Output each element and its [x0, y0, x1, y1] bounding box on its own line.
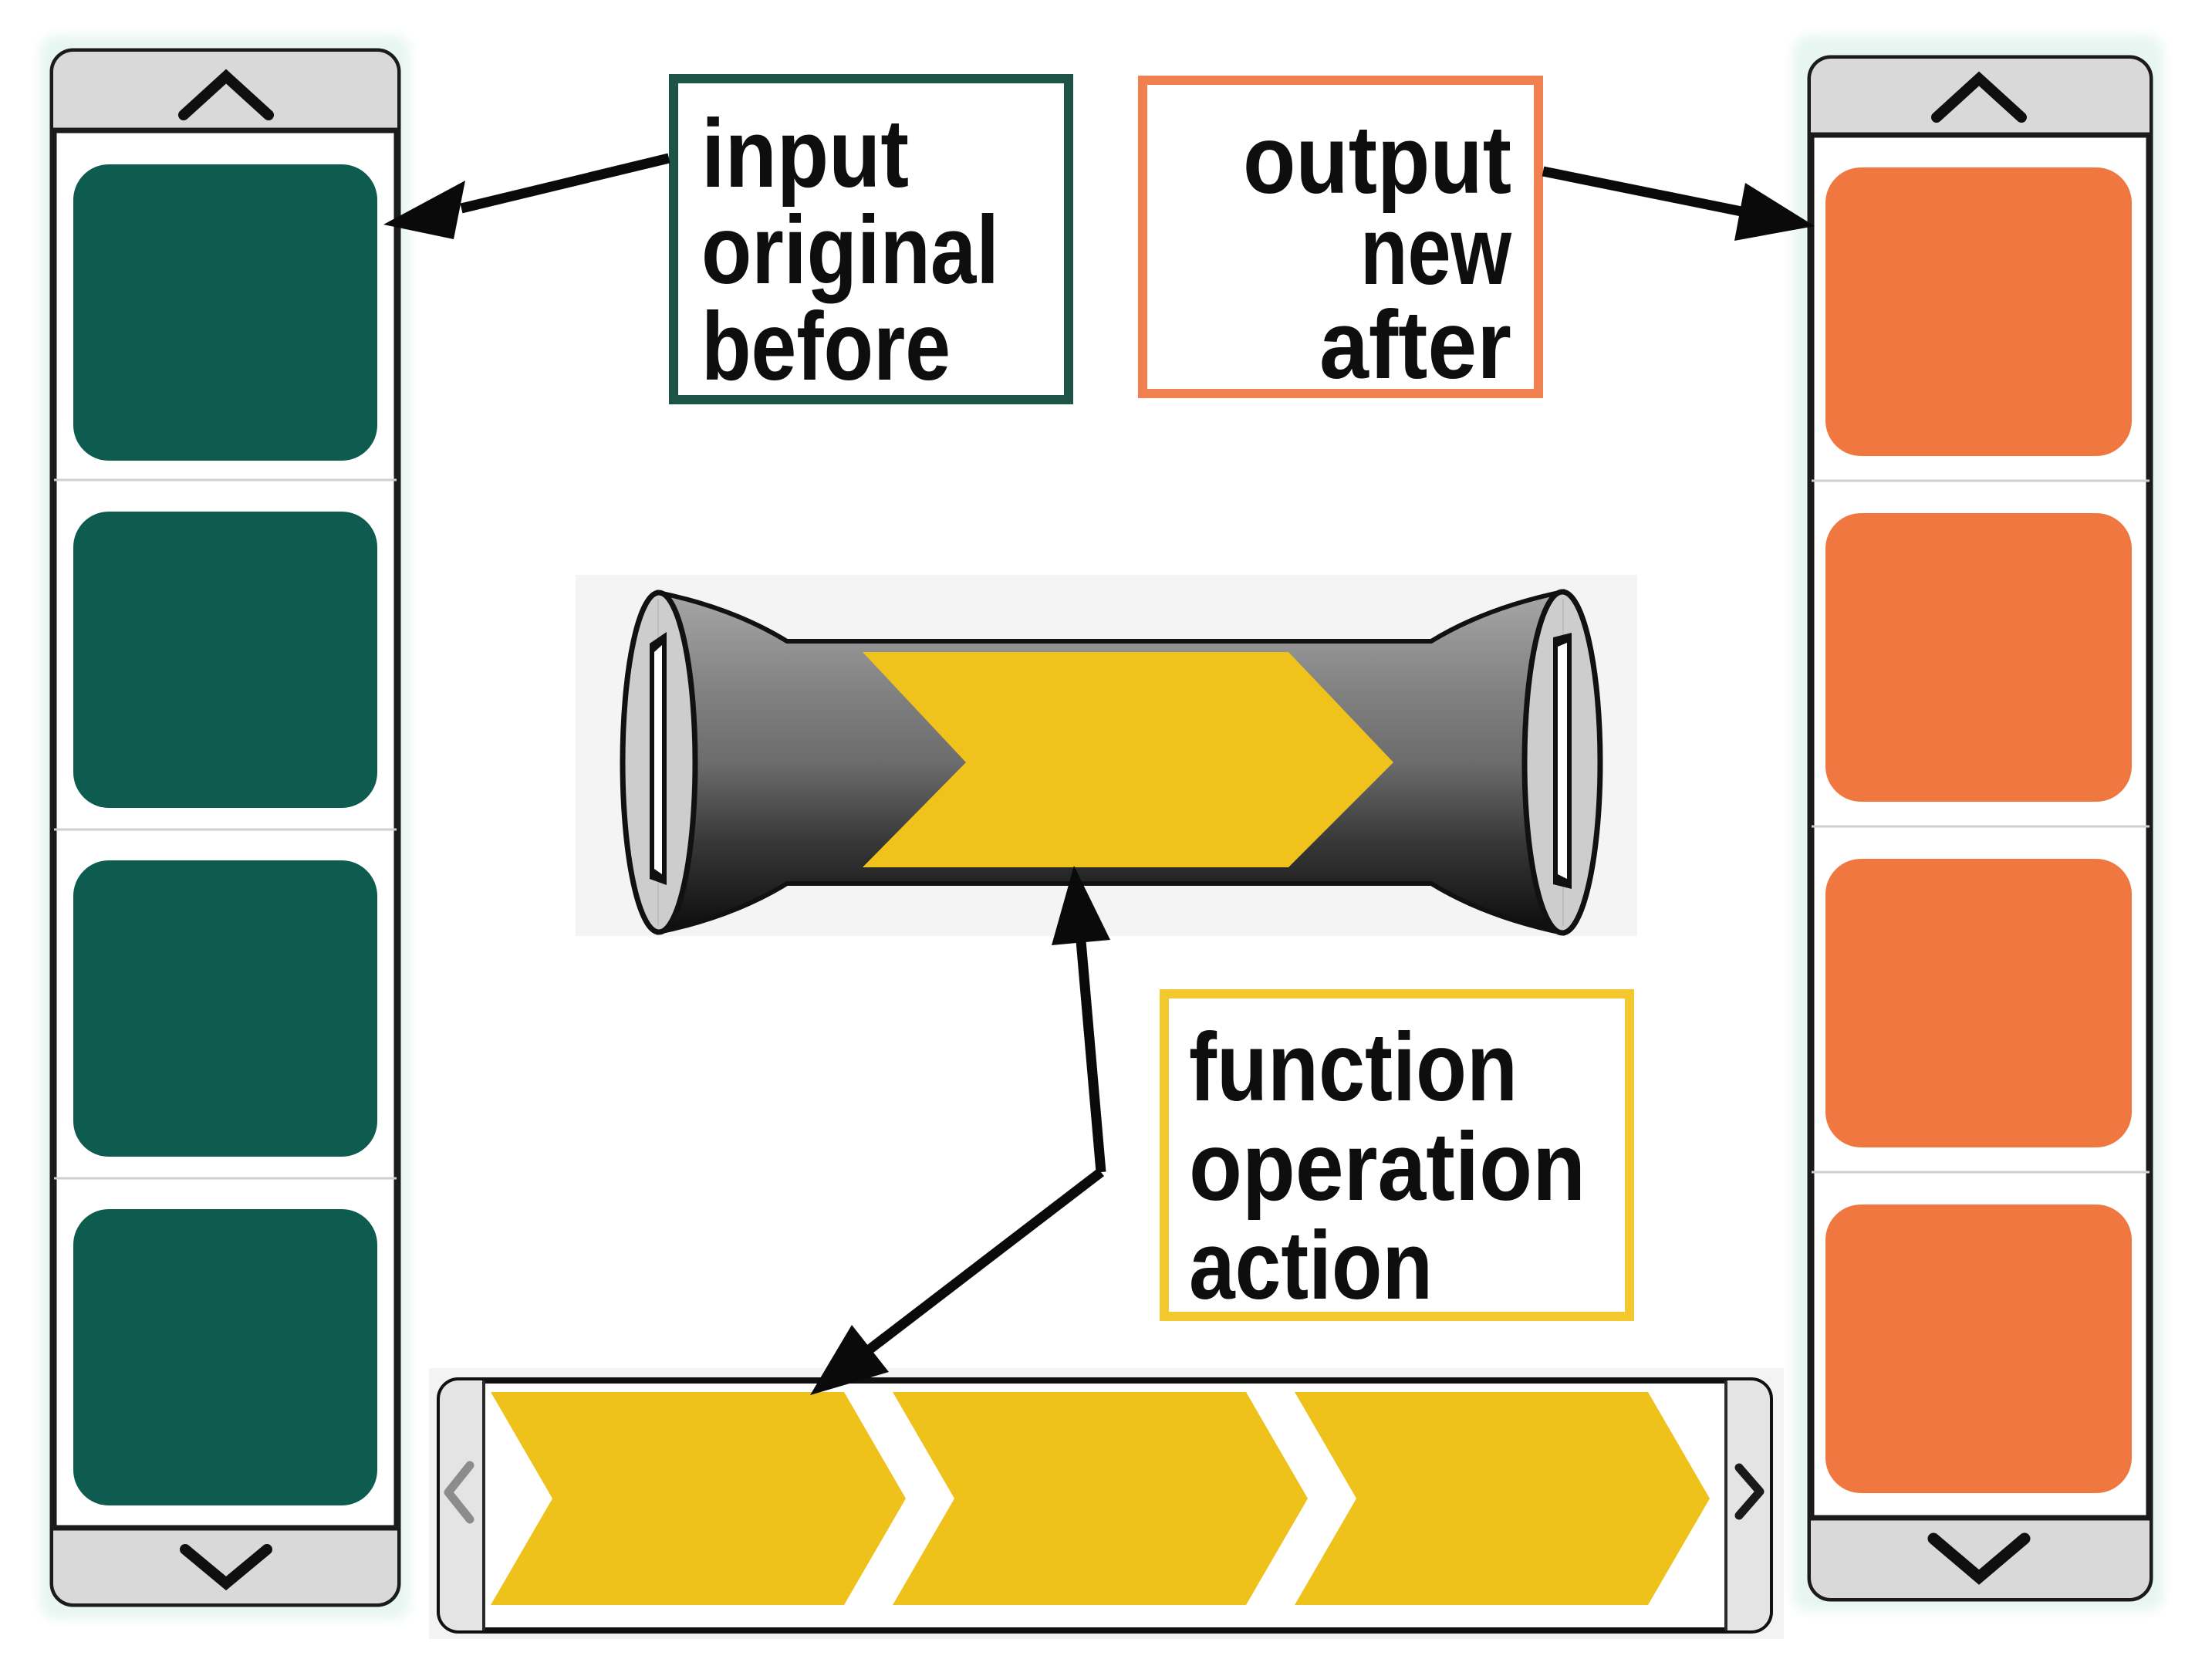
svg-text:new: new [1360, 198, 1512, 305]
svg-text:operation: operation [1189, 1113, 1586, 1221]
svg-text:before: before [701, 293, 951, 400]
svg-text:output: output [1243, 106, 1511, 214]
svg-text:action: action [1189, 1212, 1433, 1319]
svg-text:original: original [701, 197, 999, 304]
svg-text:after: after [1319, 292, 1511, 399]
svg-text:function: function [1189, 1014, 1518, 1121]
svg-text:input: input [701, 100, 909, 208]
